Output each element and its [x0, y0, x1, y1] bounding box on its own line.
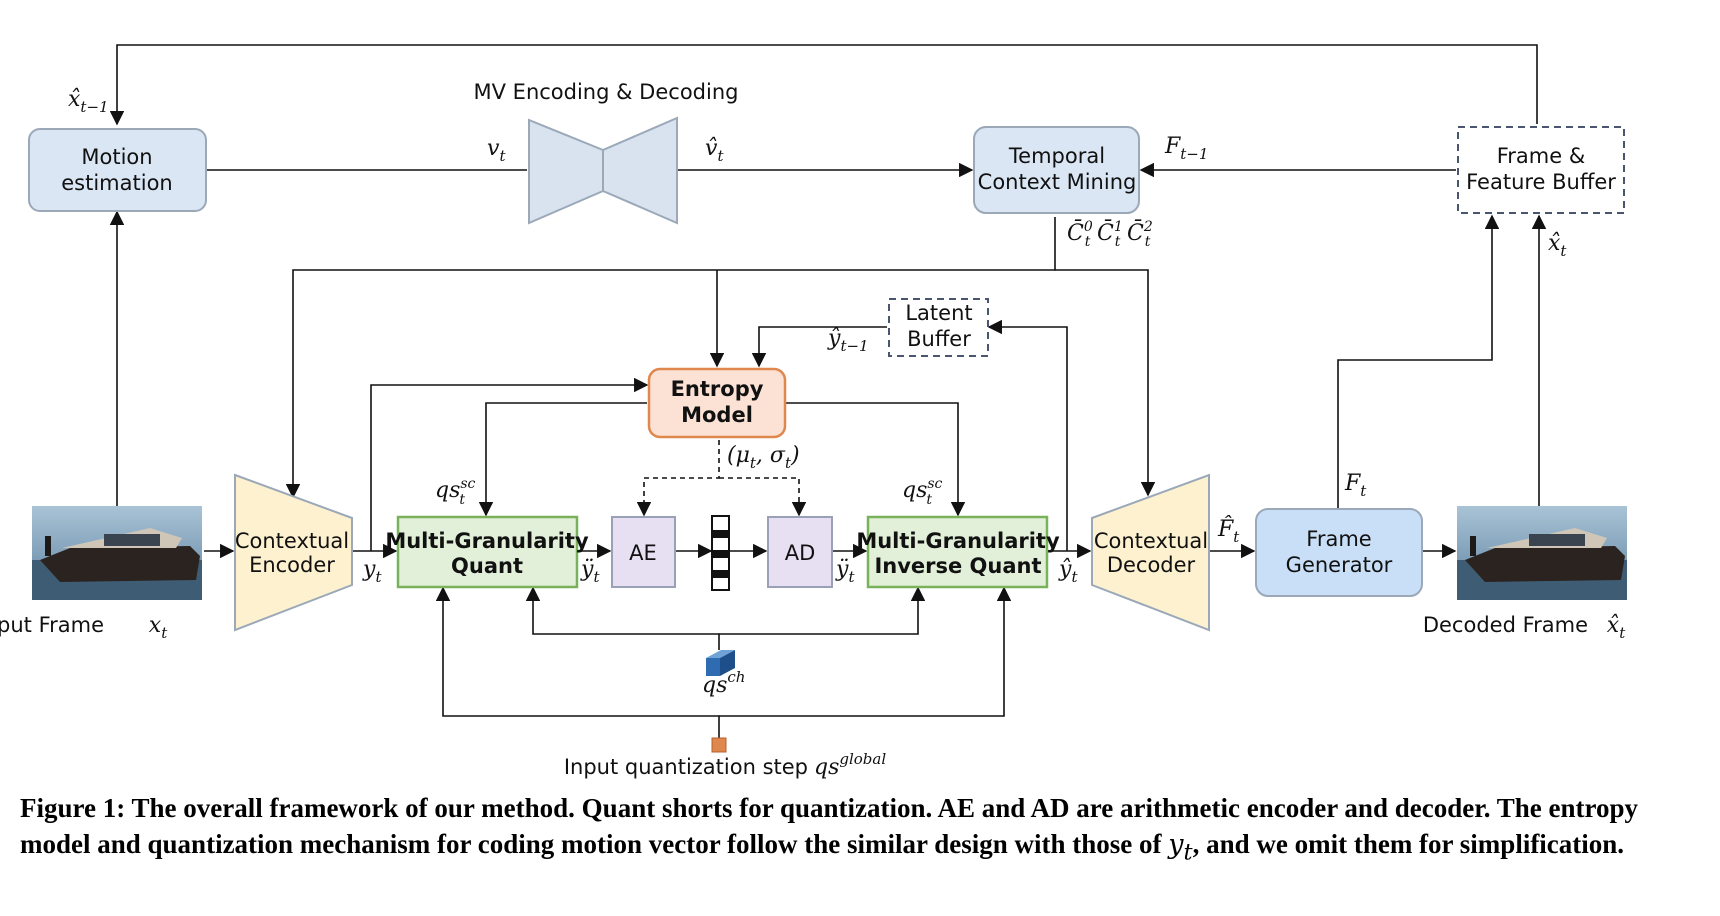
qs-global-square-icon: [711, 737, 727, 753]
ad-label: AD: [785, 541, 816, 565]
frame-generator-label-2: Generator: [1286, 553, 1393, 577]
connectors: [109, 44, 1547, 738]
bitstream-icon: [711, 515, 730, 591]
contextual-decoder-label-1: Contextual: [1094, 529, 1208, 553]
mu-sigma-label: (μt, σt): [727, 443, 800, 472]
ae-label: AE: [629, 541, 657, 565]
ae-node: AE: [611, 516, 676, 588]
y-t-label: yt: [362, 557, 382, 586]
y-ddot-right-label: ÿt: [835, 557, 855, 586]
frame-buffer-label-2: Feature Buffer: [1466, 170, 1616, 194]
mg-quant-node: Multi-Granularity Quant: [385, 515, 589, 589]
mu-sigma-connector: [636, 440, 807, 517]
decoded-frame-image: [1457, 506, 1627, 600]
frame-generator-node: Frame Generator: [1255, 508, 1423, 597]
svg-text:C̄0t: C̄0t: [1067, 219, 1093, 250]
y-ddot-left-label: ÿt: [580, 557, 600, 586]
v-label: vt: [487, 136, 506, 165]
qs-ch-label: qsch: [702, 668, 745, 698]
x-hat-prev-label: x̂t−1: [68, 87, 109, 116]
temporal-context-mining-node: Temporal Context Mining: [973, 126, 1140, 214]
entropy-model-label-1: Entropy: [671, 377, 764, 401]
motion-estimation-node: Motion estimation: [28, 128, 207, 212]
frame-generator-label-1: Frame: [1306, 527, 1371, 551]
mg-quant-label-2: Quant: [451, 554, 523, 578]
mg-inverse-quant-node: Multi-Granularity Inverse Quant: [856, 515, 1060, 589]
F-prev-label: Ft−1: [1164, 134, 1208, 163]
mg-quant-label-1: Multi-Granularity: [385, 529, 589, 553]
temporal-context-label-2: Context Mining: [978, 170, 1137, 194]
motion-estimation-label-2: estimation: [61, 171, 172, 195]
F-hat-label: F̂t: [1217, 516, 1240, 546]
latent-buffer-label-1: Latent: [905, 301, 972, 325]
latent-buffer-node: Latent Buffer: [888, 298, 989, 357]
framework-diagram: Motion estimation MV Encoding & Decoding…: [0, 44, 1627, 780]
frame-feature-buffer-node: Frame & Feature Buffer: [1457, 126, 1625, 214]
entropy-model-label-2: Model: [681, 403, 753, 427]
input-frame-image: [32, 506, 202, 600]
contextual-encoder-label-1: Contextual: [235, 529, 349, 553]
latent-buffer-label-2: Buffer: [907, 327, 971, 351]
temporal-context-label-1: Temporal: [1008, 144, 1105, 168]
ad-node: AD: [767, 516, 833, 588]
mv-codec-node: MV Encoding & Decoding: [474, 80, 739, 225]
caption-suffix: , and we omit them for simplification.: [1192, 829, 1625, 859]
contextual-decoder-label-2: Decoder: [1107, 553, 1196, 577]
contextual-decoder-node: Contextual Decoder: [1091, 473, 1210, 632]
mg-inverse-quant-label-1: Multi-Granularity: [856, 529, 1060, 553]
contextual-encoder-node: Contextual Encoder: [234, 473, 353, 632]
motion-estimation-label-1: Motion: [81, 145, 152, 169]
frame-buffer-label-1: Frame &: [1497, 144, 1585, 168]
input-frame-label: Input Frame: [0, 613, 104, 637]
qs-global-label: qsglobal: [814, 750, 886, 780]
y-hat-label: ŷt: [1058, 557, 1078, 586]
contextual-encoder-label-2: Encoder: [249, 553, 335, 577]
input-frame-symbol: xt: [149, 613, 168, 642]
figure-caption: Figure 1: The overall framework of our m…: [20, 790, 1690, 870]
caption-variable: yt: [1168, 829, 1193, 866]
mv-codec-label: MV Encoding & Decoding: [474, 80, 739, 104]
entropy-model-node: Entropy Model: [647, 367, 787, 439]
y-hat-prev-label: ŷt−1: [827, 326, 869, 355]
qs-ch-cube-icon: [706, 650, 735, 676]
x-hat-t-label: x̂t: [1548, 231, 1567, 260]
input-qstep-label: Input quantization step: [564, 755, 808, 779]
svg-text:C̄1t: C̄1t: [1097, 219, 1123, 250]
caption-prefix: Figure 1: The overall framework of our m…: [20, 793, 1638, 859]
svg-text:C̄2t: C̄2t: [1127, 219, 1153, 250]
decoded-frame-symbol: x̂t: [1607, 613, 1626, 642]
mg-inverse-quant-label-2: Inverse Quant: [874, 554, 1041, 578]
v-hat-label: v̂t: [705, 136, 724, 165]
decoded-frame-label: Decoded Frame: [1423, 613, 1588, 637]
F-t-label: Ft: [1344, 471, 1367, 500]
